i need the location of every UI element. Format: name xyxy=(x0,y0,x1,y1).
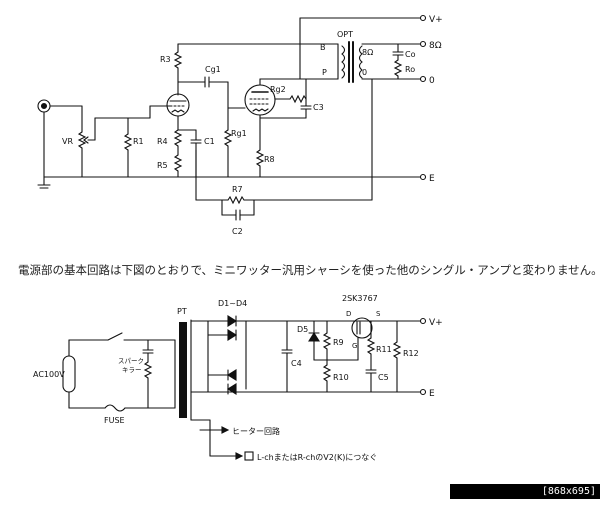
label-pt: PT xyxy=(177,307,187,316)
schematic-drawing: V+ 8Ω 0 E OPT B P 8Ω 0 Co Ro R3 Cg1 Rg2 … xyxy=(33,14,443,462)
label-e: E xyxy=(429,174,435,184)
label-r1: R1 xyxy=(133,137,144,146)
label-psu-e: E xyxy=(429,389,435,399)
label-psu-vplus: V+ xyxy=(429,318,443,328)
label-r12: R12 xyxy=(403,349,419,358)
label-out-0: 0 xyxy=(429,76,435,86)
power-supply-circuit xyxy=(62,315,427,461)
label-r11: R11 xyxy=(376,345,392,354)
label-opt: OPT xyxy=(337,30,353,39)
label-ac: AC100V xyxy=(33,370,65,379)
label-r9: R9 xyxy=(333,338,344,347)
image-host-footer[interactable]: [868x695] http://upic.me/ xyxy=(450,484,600,512)
label-d5: D5 xyxy=(297,325,308,334)
label-heater-note: L-chまたはR-chのV2(K)につなぐ xyxy=(257,453,377,462)
label-r4: R4 xyxy=(157,137,168,146)
label-rg1: Rg1 xyxy=(231,129,247,138)
label-c1: C1 xyxy=(204,137,215,146)
label-imp-0: 0 xyxy=(362,68,367,77)
schematic-page: V+ 8Ω 0 E OPT B P 8Ω 0 Co Ro R3 Cg1 Rg2 … xyxy=(18,14,600,512)
psu-labels: PT D1~D4 2SK3767 V+ E D5 R9 R10 R11 R12 … xyxy=(33,294,443,462)
label-r5: R5 xyxy=(157,161,168,170)
label-c4: C4 xyxy=(291,359,302,368)
label-co: Co xyxy=(405,50,416,59)
description-sentence: 電源部の基本回路は下図のとおりで、ミニワッター汎用シャーシを使った他のシングル・… xyxy=(18,263,600,277)
label-killer: キラー xyxy=(122,366,142,374)
label-fuse: FUSE xyxy=(104,416,125,425)
label-r3: R3 xyxy=(160,55,171,64)
label-r7: R7 xyxy=(232,185,243,194)
label-vplus: V+ xyxy=(429,15,443,25)
label-spark: スパーク xyxy=(118,357,144,365)
label-rg2: Rg2 xyxy=(270,85,286,94)
label-b: B xyxy=(320,43,326,52)
label-d: D xyxy=(346,310,351,318)
label-g: G xyxy=(352,342,357,350)
label-imp-8: 8Ω xyxy=(362,48,373,57)
label-heater: ヒーター回路 xyxy=(232,426,280,436)
amplifier-circuit xyxy=(37,14,427,221)
label-mosfet: 2SK3767 xyxy=(342,294,378,303)
label-p: P xyxy=(322,68,327,77)
label-c5: C5 xyxy=(378,373,389,382)
label-d1d4: D1~D4 xyxy=(218,299,247,308)
amp-labels: V+ 8Ω 0 E OPT B P 8Ω 0 Co Ro R3 Cg1 Rg2 … xyxy=(62,15,443,236)
label-cg1: Cg1 xyxy=(205,65,221,74)
label-c3: C3 xyxy=(313,103,324,112)
label-vr: VR xyxy=(62,137,73,146)
label-ro: Ro xyxy=(405,65,415,74)
label-out-8: 8Ω xyxy=(429,41,442,51)
label-s: S xyxy=(376,310,381,318)
label-r10: R10 xyxy=(333,373,349,382)
label-r8: R8 xyxy=(264,155,275,164)
label-c2: C2 xyxy=(232,227,243,236)
